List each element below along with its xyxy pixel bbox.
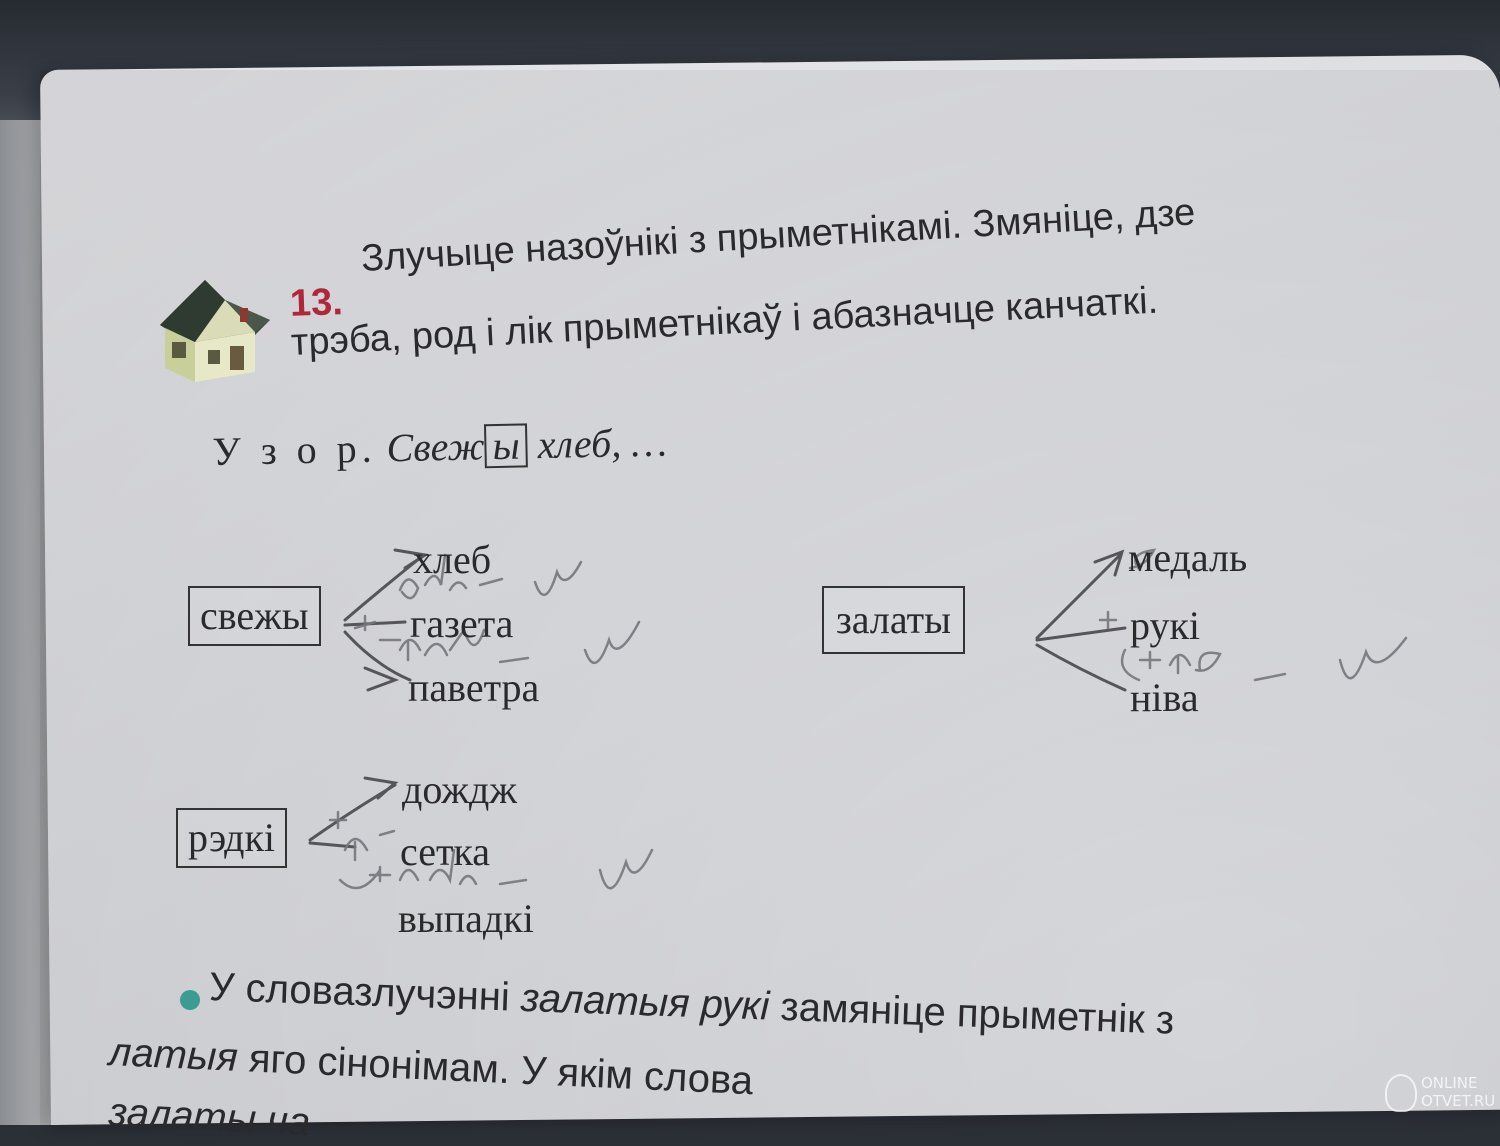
noun-vypadki: выпадкі: [398, 896, 534, 941]
noun-niva: ніва: [1130, 675, 1199, 720]
house-icon: [160, 280, 270, 382]
lightbulb-icon: [1385, 1074, 1417, 1112]
watermark: ONLINE OTVET.RU: [1385, 1070, 1495, 1120]
bullet-icon: [180, 990, 200, 1010]
noun-gazeta: газета: [410, 601, 514, 646]
question-phrase: залаты ча: [107, 1090, 312, 1145]
noun-dozhdzh: дождж: [402, 767, 517, 812]
noun-setka: сетка: [400, 829, 491, 874]
watermark-line-2: OTVET.RU: [1421, 1092, 1496, 1110]
question-line-3: залаты ча: [108, 1090, 312, 1145]
noun-khleb: хлеб: [413, 537, 492, 582]
noun-ruki: рукі: [1130, 603, 1201, 648]
noun-pavetra: паветра: [408, 665, 540, 710]
adjective-box-svezhy: свежы: [188, 586, 321, 646]
watermark-text: ONLINE OTVET.RU: [1421, 1074, 1495, 1110]
watermark-line-1: ONLINE: [1421, 1074, 1478, 1092]
question-phrase: латыя: [108, 1030, 239, 1080]
adjective-box-redki: рэдкі: [176, 808, 287, 868]
adjective-box-zalaty: залаты: [822, 586, 965, 654]
noun-medal: медаль: [1128, 535, 1248, 580]
question-phrase: залатыя рукі: [520, 975, 771, 1029]
